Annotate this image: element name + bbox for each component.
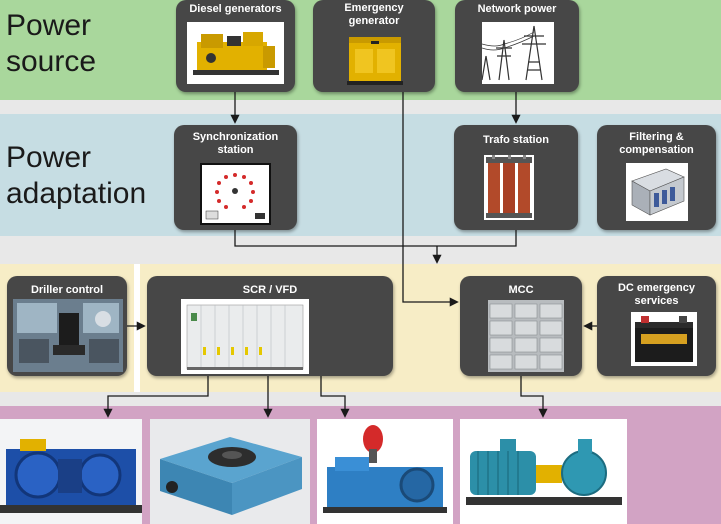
centrifugal-pump-image bbox=[460, 419, 627, 524]
driller-control-title: Driller control bbox=[30, 284, 104, 296]
filtering-compensation-box[interactable]: Filtering & compensation bbox=[597, 125, 716, 230]
filter-cabinet-icon bbox=[626, 163, 688, 221]
drive-cabinet-icon bbox=[181, 299, 309, 374]
driller-cabin-icon bbox=[13, 299, 123, 372]
driller-control-box[interactable]: Driller control bbox=[7, 276, 127, 376]
mcc-box[interactable]: MCC bbox=[460, 276, 582, 376]
diesel-generators-title: Diesel generators bbox=[189, 3, 282, 15]
drawworks-image bbox=[0, 419, 142, 524]
switchgear-icon bbox=[488, 300, 564, 372]
synchroscope-icon bbox=[200, 163, 271, 225]
dc-emergency-services-box[interactable]: DC emergency services bbox=[597, 276, 716, 376]
network-power-box[interactable]: Network power bbox=[455, 0, 579, 92]
emergency-generator-title: Emergency generator bbox=[344, 2, 404, 27]
transformer-icon bbox=[484, 155, 534, 220]
battery-icon bbox=[631, 312, 697, 366]
diesel-generator-icon bbox=[187, 22, 284, 84]
emergency-generator-icon bbox=[347, 33, 403, 86]
rotary-table-image bbox=[150, 419, 310, 524]
scr-vfd-box[interactable]: SCR / VFD bbox=[147, 276, 393, 376]
row-label-power-adaptation: Power adaptation bbox=[6, 141, 147, 210]
mud-pump-icon bbox=[317, 419, 453, 524]
trafo-station-title: Trafo station bbox=[482, 134, 549, 146]
drawworks-icon bbox=[0, 419, 142, 524]
emergency-generator-box[interactable]: Emergency generator bbox=[313, 0, 435, 92]
filtering-compensation-title: Filtering & compensation bbox=[619, 131, 694, 156]
dc-emergency-services-title: DC emergency services bbox=[617, 282, 696, 307]
synchronization-station-title: Synchronization station bbox=[192, 131, 279, 156]
diesel-generators-box[interactable]: Diesel generators bbox=[176, 0, 295, 92]
band-gap-3 bbox=[0, 392, 721, 406]
network-power-title: Network power bbox=[477, 3, 557, 15]
trafo-station-box[interactable]: Trafo station bbox=[454, 125, 578, 230]
power-pylon-icon bbox=[482, 22, 554, 84]
band-gap-1 bbox=[0, 100, 721, 114]
mcc-title: MCC bbox=[508, 284, 534, 296]
mud-pump-image bbox=[317, 419, 453, 524]
band-gap-2 bbox=[0, 236, 721, 264]
row-label-power-source: Power source bbox=[6, 9, 97, 78]
synchronization-station-box[interactable]: Synchronization station bbox=[174, 125, 297, 230]
rotary-table-icon bbox=[150, 419, 310, 524]
centrifugal-pump-icon bbox=[460, 419, 627, 524]
scr-vfd-title: SCR / VFD bbox=[242, 284, 298, 296]
